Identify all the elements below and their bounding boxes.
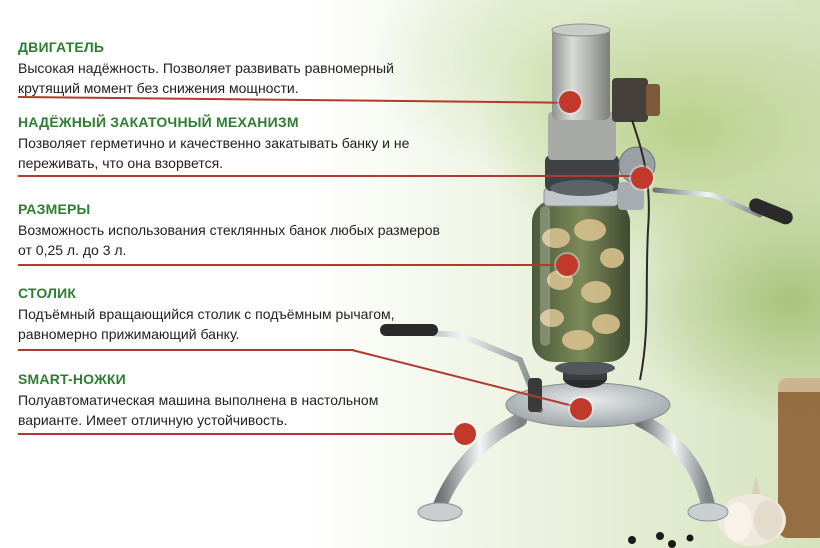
leader-line-table: [18, 349, 354, 351]
feature-description: Возможность использования стеклянных бан…: [18, 222, 440, 258]
feature-heading: СТОЛИК: [18, 285, 77, 301]
feature-heading: SMART-НОЖКИ: [18, 371, 126, 387]
feature-description: Позволяет герметично и качественно закат…: [18, 135, 410, 171]
feature-description: Высокая надёжность. Позволяет развивать …: [18, 60, 394, 96]
feature-legs: SMART-НОЖКИ Полуавтоматическая машина вы…: [18, 370, 518, 430]
motor-mount: [548, 112, 616, 160]
leader-line-sizes: [18, 264, 564, 266]
leader-line-seaming: [18, 175, 638, 177]
feature-sizes: РАЗМЕРЫ Возможность использования стекля…: [18, 200, 518, 260]
marker-dot-seaming: [631, 167, 653, 189]
feature-description: Полуавтоматическая машина выполнена в на…: [18, 392, 379, 428]
tripod-legs: [417, 413, 729, 522]
feature-seaming: НАДЁЖНЫЙ ЗАКАТОЧНЫЙ МЕХАНИЗМ Позволяет г…: [18, 113, 518, 173]
feature-heading: ДВИГАТЕЛЬ: [18, 39, 105, 55]
peppercorns-illustration: [628, 532, 694, 548]
marker-dot-table: [570, 398, 592, 420]
glass-jar-illustration: [532, 187, 630, 362]
marker-dot-sizes: [556, 254, 578, 276]
feature-table: СТОЛИК Подъёмный вращающийся столик с по…: [18, 284, 518, 344]
marker-dot-legs: [454, 423, 476, 445]
garlic-illustration: [718, 476, 786, 546]
feature-heading: РАЗМЕРЫ: [18, 201, 91, 217]
background-jar: [778, 378, 820, 538]
seaming-lever: [652, 187, 763, 218]
feature-engine: ДВИГАТЕЛЬ Высокая надёжность. Позволяет …: [18, 38, 518, 98]
feature-heading: НАДЁЖНЫЙ ЗАКАТОЧНЫЙ МЕХАНИЗМ: [18, 114, 299, 130]
leader-line-legs: [18, 433, 463, 435]
marker-dot-engine: [559, 91, 581, 113]
feature-description: Подъёмный вращающийся столик с подъёмным…: [18, 306, 395, 342]
